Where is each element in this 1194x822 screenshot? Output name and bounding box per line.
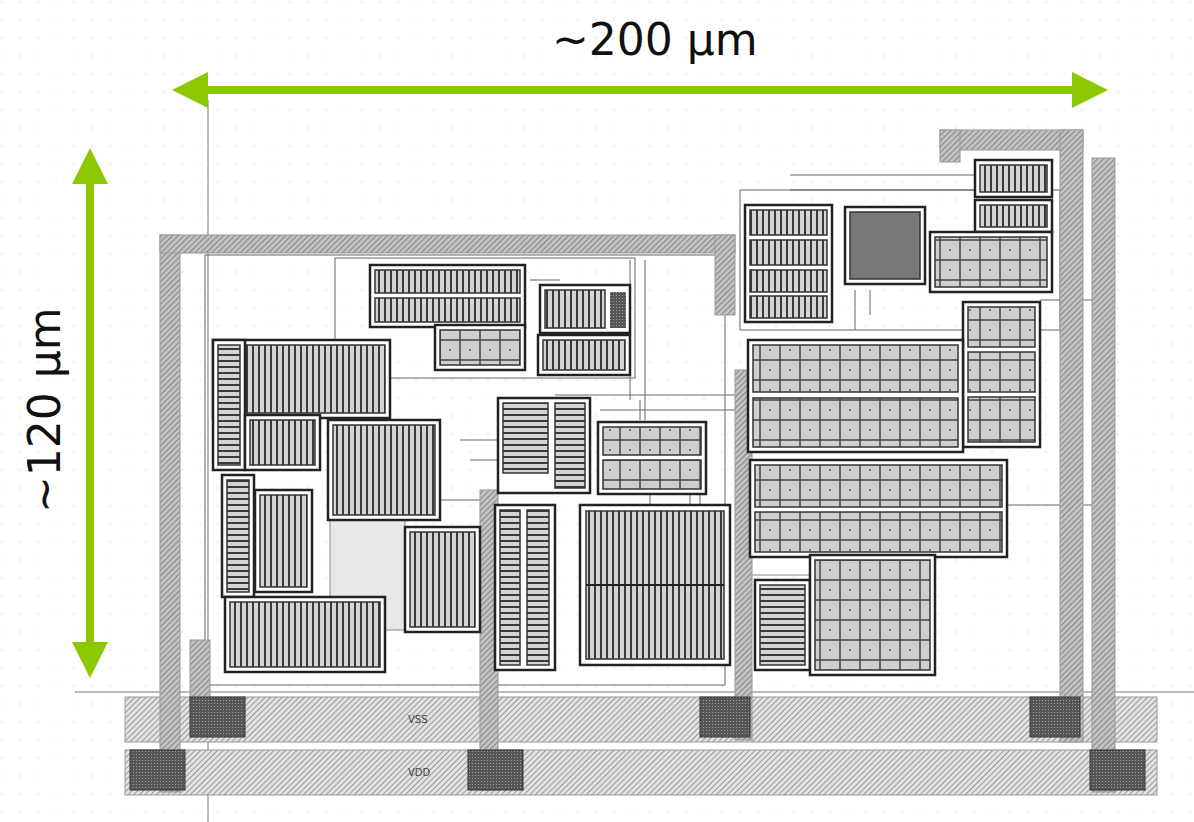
width-dimension: ~200 µm: [552, 16, 758, 64]
rail-name: VDD: [408, 767, 430, 778]
rail-name: VSS: [408, 714, 428, 725]
vdd-rail: VDD: [125, 750, 1157, 795]
via-contacts: [130, 697, 1145, 790]
dimension-arrows: [72, 72, 1108, 678]
vss-rail: VSS: [125, 697, 1157, 742]
device-blocks: [213, 160, 1052, 675]
power-rails: [125, 697, 1157, 795]
height-dimension: ~120 µm: [21, 307, 69, 513]
power-straps: [160, 130, 1115, 792]
